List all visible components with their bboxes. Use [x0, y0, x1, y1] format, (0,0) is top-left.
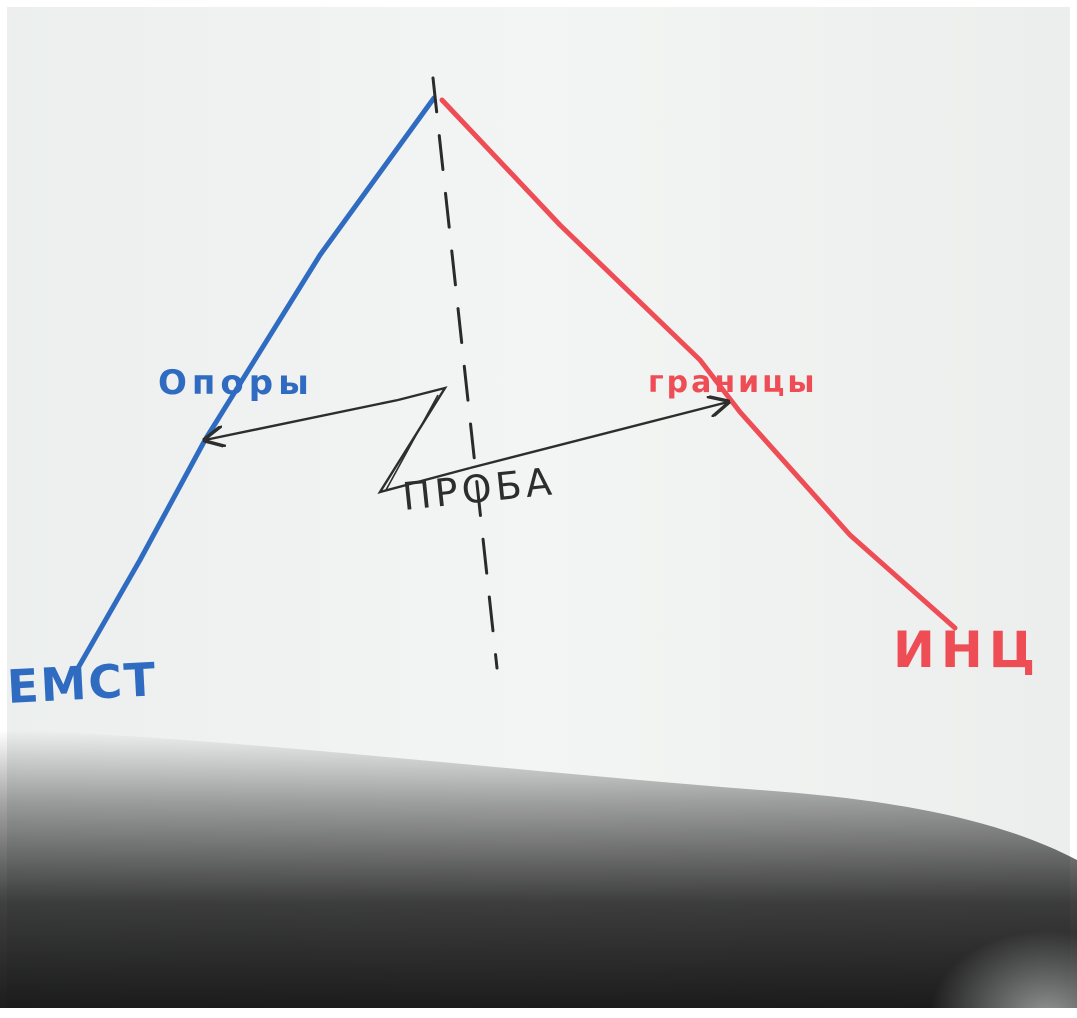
bottom-left-label: ЕМСТ — [6, 652, 159, 714]
boundaries-line — [439, 97, 958, 631]
photo-shadow-lighter-right — [780, 800, 1077, 1018]
supports-label: Опоры — [158, 363, 314, 403]
arrow-to-supports — [205, 398, 399, 440]
central-axis-dashed — [431, 76, 499, 670]
arrow-to-boundaries — [469, 402, 728, 470]
bottom-border — [0, 1008, 1077, 1018]
probe-zigzag-double — [385, 394, 439, 491]
bottom-right-label: ИНЦ — [893, 621, 1041, 679]
boundaries-label: границы — [648, 365, 818, 400]
